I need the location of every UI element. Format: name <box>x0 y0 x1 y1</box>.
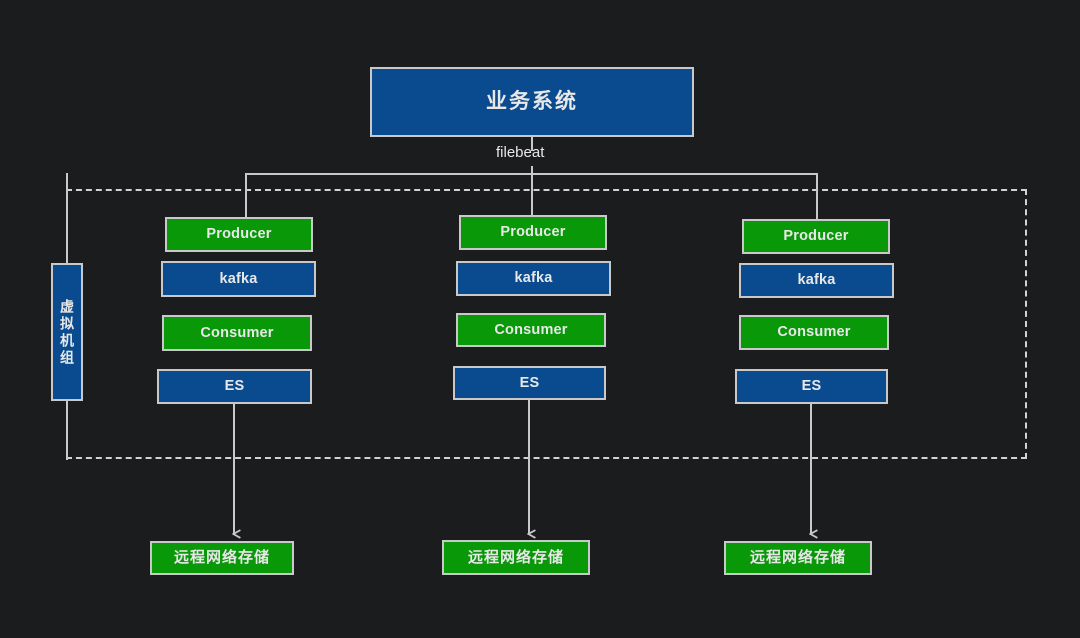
node-consumer-3-label: Consumer <box>777 324 851 341</box>
node-producer-1[interactable]: Producer <box>165 217 313 252</box>
connector-bus-to-group-label <box>66 173 68 263</box>
node-consumer-3[interactable]: Consumer <box>739 315 889 350</box>
node-producer-3[interactable]: Producer <box>742 219 890 254</box>
node-consumer-1[interactable]: Consumer <box>162 315 312 351</box>
node-consumer-1-label: Consumer <box>200 324 274 341</box>
connector-group-label-to-region-bottom <box>66 400 68 460</box>
node-es-1-label: ES <box>224 378 245 395</box>
node-es-1[interactable]: ES <box>157 369 312 404</box>
node-es-3[interactable]: ES <box>735 369 888 404</box>
node-producer-2[interactable]: Producer <box>459 215 607 250</box>
node-virtual-machine-group[interactable]: 虚拟机组 <box>51 263 83 401</box>
node-virtual-machine-group-label: 虚拟机组 <box>59 299 76 367</box>
node-consumer-2-label: Consumer <box>494 321 568 338</box>
edge-label-filebeat: filebeat <box>496 144 545 161</box>
node-kafka-2-label: kafka <box>514 270 553 287</box>
node-es-2[interactable]: ES <box>453 366 606 400</box>
node-remote-storage-1[interactable]: 远程网络存储 <box>150 541 294 575</box>
node-remote-storage-3[interactable]: 远程网络存储 <box>724 541 872 575</box>
node-producer-1-label: Producer <box>206 226 272 243</box>
node-business-system-label: 业务系统 <box>486 89 578 113</box>
connector-bus-to-producer-3 <box>816 173 818 219</box>
node-consumer-2[interactable]: Consumer <box>456 313 606 347</box>
connector-bus-to-producer-2 <box>531 173 533 217</box>
node-producer-3-label: Producer <box>783 228 849 245</box>
connector-title-to-filebeat <box>531 137 533 151</box>
node-kafka-1-label: kafka <box>219 270 258 287</box>
node-remote-storage-3-label: 远程网络存储 <box>749 549 846 567</box>
node-es-3-label: ES <box>801 378 822 395</box>
node-remote-storage-1-label: 远程网络存储 <box>173 549 270 567</box>
node-producer-2-label: Producer <box>500 224 566 241</box>
node-business-system[interactable]: 业务系统 <box>370 67 694 137</box>
node-remote-storage-2[interactable]: 远程网络存储 <box>442 540 590 575</box>
connector-bus-to-producer-1 <box>245 173 247 219</box>
node-kafka-3-label: kafka <box>797 272 836 289</box>
node-kafka-3[interactable]: kafka <box>739 263 894 298</box>
node-kafka-2[interactable]: kafka <box>456 261 611 296</box>
node-es-2-label: ES <box>519 374 540 391</box>
node-kafka-1[interactable]: kafka <box>161 261 316 297</box>
node-remote-storage-2-label: 远程网络存储 <box>467 548 564 566</box>
